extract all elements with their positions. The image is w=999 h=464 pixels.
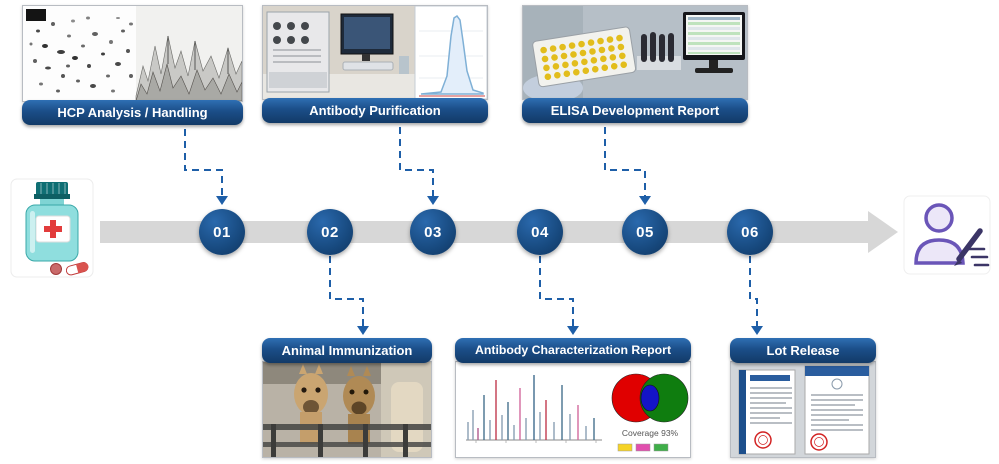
venn-diagram: [611, 373, 689, 423]
coverage-label: Coverage 93%: [622, 428, 679, 438]
step-circle-5: 05: [622, 209, 668, 255]
hcp-gel-image: [22, 5, 243, 102]
step-number: 01: [213, 223, 231, 241]
connector-step-05: [604, 127, 646, 196]
card-title-characterization: Antibody Characterization Report: [455, 338, 691, 363]
connector-step-06: [749, 256, 758, 326]
spreadsheet-rows: [688, 17, 740, 54]
venn-legend-chips: [617, 443, 669, 452]
certificate-right: [804, 365, 870, 455]
step-circle-6: 06: [727, 209, 773, 255]
connector-arrowheads: [216, 196, 763, 335]
purification-lab-image: [262, 5, 488, 100]
step-number: 03: [424, 223, 442, 241]
mass-spec-peaks: [467, 375, 595, 440]
timeline-arrow-head: [868, 211, 898, 253]
connector-step-01: [184, 129, 223, 196]
mass-spec-venn-image: Coverage 93%: [455, 361, 691, 458]
llama-1: [294, 364, 328, 444]
step-number: 04: [531, 223, 549, 241]
card-title-hcp: HCP Analysis / Handling: [22, 100, 243, 125]
card-characterization-report: Antibody Characterization Report: [455, 338, 691, 458]
elisa-plate-image: [522, 5, 748, 100]
connector-step-02: [329, 256, 364, 326]
card-lot-release: Lot Release: [730, 338, 876, 458]
certificates-image: [730, 361, 876, 458]
card-title-elisa: ELISA Development Report: [522, 98, 748, 123]
card-title-lot-release: Lot Release: [730, 338, 876, 363]
step-circle-4: 04: [517, 209, 563, 255]
step-circle-3: 03: [410, 209, 456, 255]
step-circle-1: 01: [199, 209, 245, 255]
llama-photo: [262, 361, 432, 458]
card-elisa-report: ELISA Development Report: [522, 5, 748, 123]
card-title-immunization: Animal Immunization: [262, 338, 432, 363]
person-writing-icon: [903, 195, 991, 275]
medicine-bottle-icon: [10, 178, 94, 278]
gel-spots: [29, 16, 133, 93]
card-animal-immunization: Animal Immunization: [262, 338, 432, 458]
connector-step-04: [539, 256, 574, 326]
connector-step-03: [399, 127, 434, 196]
step-number: 05: [636, 223, 654, 241]
step-number: 02: [321, 223, 339, 241]
card-title-purification: Antibody Purification: [262, 98, 488, 123]
timeline-arrow-body: [100, 221, 870, 243]
card-antibody-purification: Antibody Purification: [262, 5, 488, 123]
card-hcp-analysis: HCP Analysis / Handling: [22, 5, 243, 125]
certificate-left: [738, 369, 796, 455]
step-number: 06: [741, 223, 759, 241]
step-circle-2: 02: [307, 209, 353, 255]
elisa-plate: [532, 26, 637, 88]
